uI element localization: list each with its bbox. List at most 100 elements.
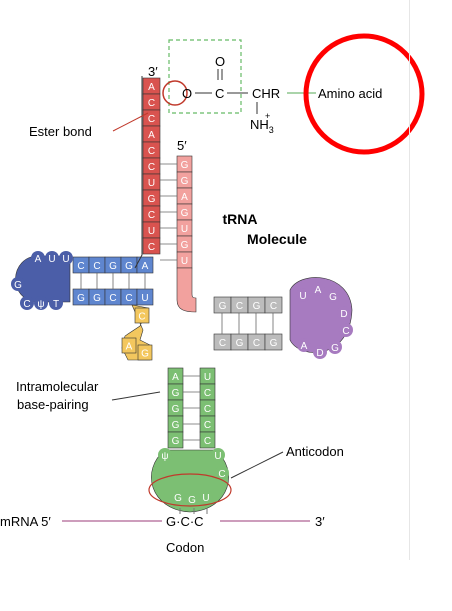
acceptor-3-base-9: U [142, 221, 161, 239]
dloop-base-4: C [20, 296, 34, 310]
ac-left-base-4: G [167, 431, 184, 449]
ac-right-base-1-letter: C [204, 388, 211, 399]
tloop-base-6: D [313, 345, 327, 359]
dloop-base-4-letter: C [23, 299, 30, 310]
dloop-base-2-dot [59, 251, 73, 265]
acceptor-3-base-7: G [142, 189, 161, 207]
tarm-top-base-1-letter: C [236, 301, 243, 312]
tarm-bottom-base-0: C [213, 333, 232, 351]
tloop-base-3: D [337, 306, 351, 320]
tloop-base-4-letter: C [342, 326, 349, 337]
ac-loop-base-1: U [211, 448, 225, 462]
tarm-bottom-base-3: G [264, 333, 283, 351]
darm-top-base-3-letter: G [125, 261, 133, 272]
tarm-top-base-3-letter: C [270, 301, 277, 312]
tloop-base-5-dot [328, 340, 342, 354]
tloop-base-0: U [296, 288, 310, 302]
tloop-base-6-letter: D [316, 348, 323, 359]
tloop-base-2-letter: G [329, 292, 337, 303]
tloop-base-0-letter: U [299, 291, 306, 302]
tarm-top-base-3-box [264, 296, 283, 314]
ester-circle [162, 80, 188, 106]
ac-left-base-2-letter: G [172, 404, 180, 415]
acceptor-3-base-7-letter: G [148, 194, 156, 205]
ac-loop-base-3: G [171, 490, 185, 504]
ac-loop-base-5-dot [199, 490, 213, 504]
tloop-base-5-letter: G [331, 343, 339, 354]
darm-bottom-base-0: G [72, 288, 90, 306]
variable-base-0: C [134, 307, 150, 324]
dloop-base-4-dot [20, 296, 34, 310]
tloop-base-7-letter: A [301, 341, 308, 352]
darm-top-base-0-letter: C [77, 261, 84, 272]
tarm-bottom-base-2: C [247, 333, 266, 351]
ac-left-base-0-letter: A [172, 372, 179, 383]
variable-base-2-box [137, 344, 153, 361]
acceptor-3-base-8: C [142, 205, 161, 223]
tarm-top-base-2-letter: G [253, 301, 261, 312]
darm-bottom-base-3-letter: C [125, 293, 132, 304]
ac-loop-base-1-letter: U [214, 451, 221, 462]
acceptor-3-base-8-letter: C [148, 210, 155, 221]
darm-bottom-base-0-letter: G [77, 293, 85, 304]
ester-bond-pointer [112, 112, 149, 132]
acceptor-3-base-10: C [142, 237, 161, 255]
dloop-base-2-letter: U [62, 254, 69, 265]
acceptor-5-base-4-letter: U [181, 224, 188, 235]
acceptor-3-base-3-letter: A [148, 130, 155, 141]
ac-right-base-4-letter: C [204, 436, 211, 447]
acceptor-5-base-0-letter: G [181, 160, 189, 171]
darm-top-base-2-letter: G [109, 261, 117, 272]
darm-top-base-3: G [120, 256, 138, 274]
dloop-base-0: A [31, 251, 45, 265]
acceptor-3-base-6: U [142, 173, 161, 191]
chr: CHR [252, 86, 280, 101]
highlight-circle [303, 33, 425, 155]
dloop-base-5-letter: ψ [37, 299, 44, 310]
ac-right-base-1: C [199, 383, 216, 401]
tarm-top-base-2: G [247, 296, 266, 314]
acceptor-3-base-5-letter: C [148, 162, 155, 173]
ac-loop-base-1-dot [211, 448, 225, 462]
tloop-base-1-letter: A [315, 285, 322, 296]
acceptor-5-base-4: U [176, 219, 193, 237]
variable-base-1-letter: A [126, 342, 133, 353]
o-link: O [182, 86, 192, 101]
dloop-base-6-dot [49, 296, 63, 310]
darm-bottom-base-2-letter: C [109, 293, 116, 304]
tloop-base-2: G [326, 289, 340, 303]
dloop-base-3: G [11, 277, 25, 291]
dloop-base-1-letter: U [48, 254, 55, 265]
tarm-top-base-0: G [213, 296, 232, 314]
darm-bottom-base-1-letter: G [93, 293, 101, 304]
dloop-base-6-letter: T [53, 299, 59, 310]
subtitle: Molecule [247, 231, 307, 247]
ac-left-base-2: G [167, 399, 184, 417]
tarm-bottom-base-3-letter: G [270, 338, 278, 349]
acceptor-3-base-0-letter: A [148, 82, 155, 93]
tloop-base-0-dot [296, 288, 310, 302]
tarm-bottom-base-1: G [230, 333, 249, 351]
ac-right-base-3-letter: C [204, 420, 211, 431]
acceptor-outline [134, 76, 143, 269]
acceptor-5-base-1-letter: G [181, 176, 189, 187]
variable-base-2-letter: G [141, 349, 149, 360]
ac-loop-base-5: U [199, 490, 213, 504]
intramolecular-line2: base-pairing [17, 397, 89, 412]
acceptor-3-base-1-letter: C [148, 98, 155, 109]
nh3: NH3 [250, 117, 274, 135]
ac-loop-base-0-letter: ψ [161, 451, 168, 462]
nh3-sup: + [265, 111, 270, 121]
amino-acid-label: Amino acid [318, 86, 382, 101]
ac-loop-base-2-dot [215, 466, 229, 480]
ac-loop-base-0: ψ [158, 448, 172, 462]
darm-bottom-base-2: C [104, 288, 122, 306]
acceptor-3-base-2-letter: C [148, 114, 155, 125]
acceptor-5-base-6: U [176, 251, 193, 269]
acceptor-3-base-10-letter: C [148, 242, 155, 253]
codon-label: Codon [166, 540, 204, 555]
acceptor-5-base-2: A [176, 187, 193, 205]
darm-top-base-2: G [104, 256, 122, 274]
